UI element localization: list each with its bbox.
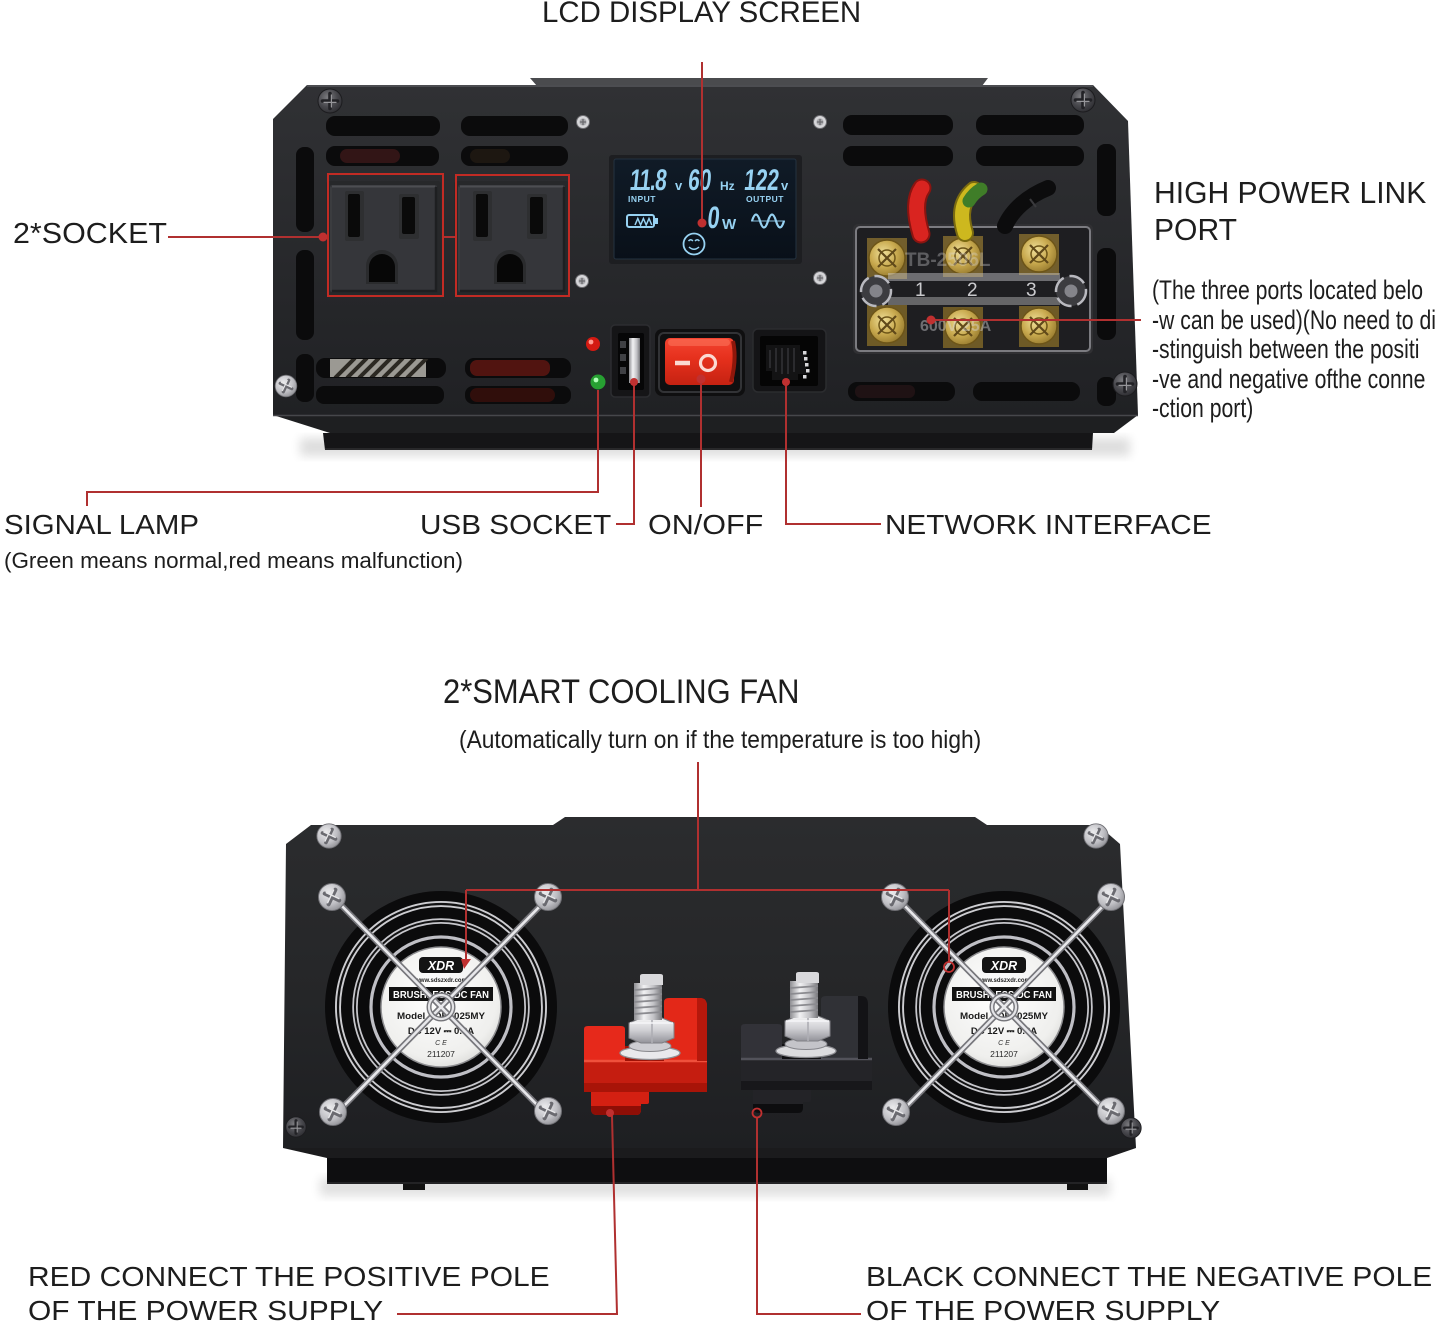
svg-text:TB-2506L: TB-2506L	[905, 250, 991, 271]
svg-text:0: 0	[706, 200, 722, 235]
svg-text:60: 60	[687, 165, 714, 197]
svg-text:W: W	[722, 216, 737, 233]
svg-text:v: v	[675, 178, 683, 193]
svg-text:OUTPUT: OUTPUT	[746, 194, 784, 204]
svg-text:v: v	[781, 178, 789, 193]
svg-text:11.8: 11.8	[628, 165, 668, 197]
svg-text:600V 25A: 600V 25A	[920, 318, 992, 335]
svg-text:122: 122	[743, 165, 781, 197]
svg-text:2: 2	[967, 280, 978, 301]
svg-text:3: 3	[1026, 280, 1037, 301]
svg-text:INPUT: INPUT	[628, 194, 656, 204]
svg-text:Hz: Hz	[720, 179, 735, 193]
svg-text:1: 1	[915, 280, 926, 301]
